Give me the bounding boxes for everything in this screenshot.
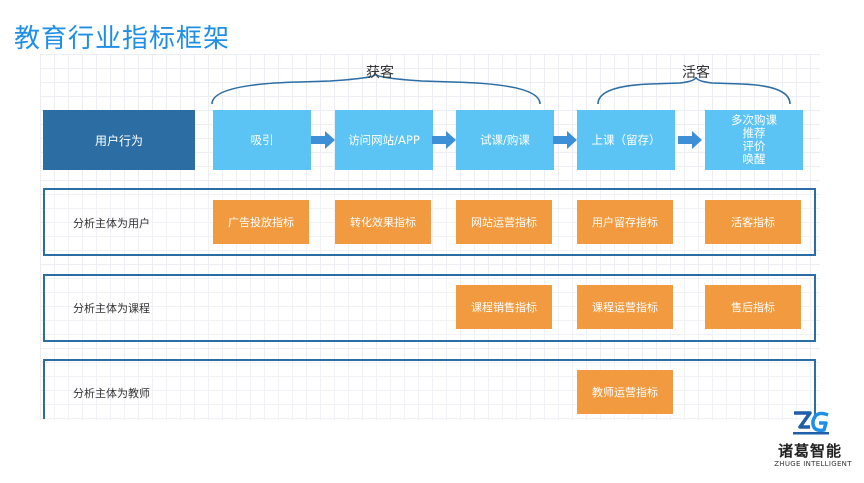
step-label: 推荐	[742, 126, 766, 140]
step-label: 试课/购课	[480, 132, 530, 147]
row-label-course: 分析主体为课程	[73, 302, 150, 315]
phase-label-active: 活客	[682, 65, 710, 81]
user-behavior-box: 用户行为	[43, 110, 195, 170]
active-brace	[597, 76, 791, 105]
metric-ad-delivery: 广告投放指标	[213, 200, 309, 244]
step-label: 上课（留存）	[591, 132, 661, 147]
step-attend: 上课（留存）	[577, 110, 675, 170]
brand-logo: 诸葛智能 ZHUGE INTELLIGENT	[770, 410, 851, 470]
metric-after-sales: 售后指标	[705, 285, 801, 329]
logo-chinese-name: 诸葛智能	[777, 442, 842, 460]
metric-user-retention: 用户留存指标	[577, 200, 673, 244]
step-trial-purchase: 试课/购课	[456, 110, 554, 170]
step-label: 评价	[742, 139, 766, 153]
metric-course-operation: 课程运营指标	[577, 285, 673, 329]
metric-active-customer: 活客指标	[705, 200, 801, 244]
arrow-right-icon	[432, 131, 456, 149]
step-visit: 访问网站/APP	[335, 110, 433, 170]
zg-logo-icon	[793, 411, 829, 435]
metric-site-operation: 网站运营指标	[456, 200, 552, 244]
arrow-right-icon	[678, 131, 702, 149]
arrow-right-icon	[553, 131, 577, 149]
step-retain: 多次购课 推荐 评价 唤醒	[705, 110, 803, 170]
phase-label-acquire: 获客	[366, 65, 394, 81]
metric-teacher-operation: 教师运营指标	[577, 370, 673, 414]
arrow-right-icon	[311, 131, 335, 149]
row-label-teacher: 分析主体为教师	[73, 387, 150, 400]
step-label: 吸引	[250, 132, 274, 147]
row-frame-teacher	[43, 359, 816, 419]
page-title: 教育行业指标框架	[14, 24, 231, 54]
step-label: 唤醒	[742, 152, 766, 166]
step-attract: 吸引	[213, 110, 311, 170]
step-label: 多次购课	[731, 113, 777, 127]
acquire-brace	[211, 73, 541, 105]
logo-english-name: ZHUGE INTELLIGENT	[774, 460, 852, 468]
step-label: 访问网站/APP	[348, 132, 420, 147]
row-label-user: 分析主体为用户	[73, 217, 150, 230]
metric-conversion: 转化效果指标	[335, 200, 431, 244]
metric-course-sales: 课程销售指标	[456, 285, 552, 329]
row-frame-course	[43, 274, 816, 342]
